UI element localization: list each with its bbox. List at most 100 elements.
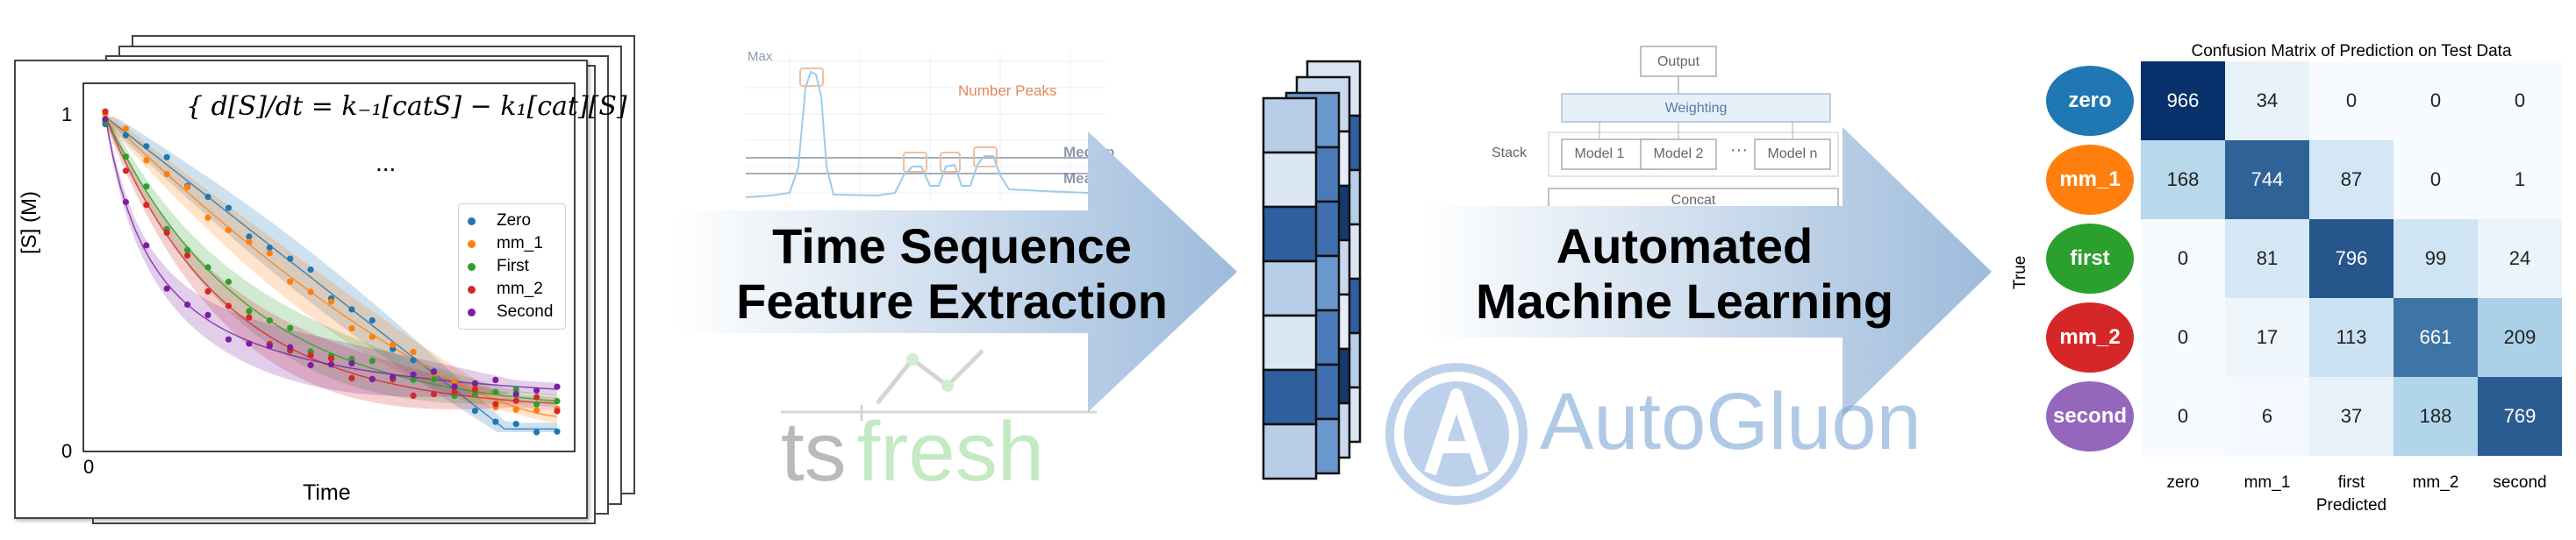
data-point-mm_1 <box>266 250 273 257</box>
fit-line-zero <box>104 116 557 430</box>
data-point-second <box>369 375 376 383</box>
data-point-zero <box>266 244 273 252</box>
cm-cell: 1 <box>2478 140 2562 219</box>
data-point-mm_2 <box>533 394 540 401</box>
data-point-second <box>184 301 191 309</box>
data-point-mm_2 <box>143 202 150 209</box>
legend-item-first: First <box>468 255 553 278</box>
cm-cell: 966 <box>2141 61 2225 140</box>
data-point-zero <box>369 316 376 324</box>
data-point-second <box>307 361 314 369</box>
feature-label-line2: Feature Extraction <box>736 273 1168 329</box>
arch-stack: Stack <box>1492 146 1528 160</box>
data-point-mm_2 <box>102 108 109 115</box>
plot-frame <box>82 82 576 452</box>
data-point-mm_2 <box>307 352 314 359</box>
cm-title: Confusion Matrix of Prediction on Test D… <box>2191 42 2512 60</box>
feature-cell <box>1262 314 1318 372</box>
rate-equation-ellipsis: ... <box>376 149 397 176</box>
cm-cell: 0 <box>2141 298 2225 377</box>
data-point-mm_2 <box>492 401 499 408</box>
legend-item-mm1: mm_1 <box>468 232 553 255</box>
data-point-mm_1 <box>163 170 170 178</box>
data-point-zero <box>348 306 355 313</box>
data-point-first <box>143 183 150 190</box>
legend-label: First <box>497 257 529 275</box>
data-point-first <box>246 308 253 315</box>
feature-vectors <box>1262 60 1362 480</box>
cm-cell: 17 <box>2225 298 2309 377</box>
legend-dot-mm2 <box>468 285 476 294</box>
cm-cell: 87 <box>2309 140 2394 219</box>
cm-cell: 113 <box>2309 298 2394 377</box>
data-point-second <box>533 387 540 394</box>
feature-label-peaks: Number Peaks <box>958 82 1057 99</box>
data-point-mm_2 <box>246 314 253 321</box>
data-point-zero <box>163 153 170 160</box>
data-point-second <box>471 380 479 387</box>
cm-row-label-mm_2: mm_2 <box>2046 302 2134 373</box>
data-point-zero <box>492 418 499 425</box>
data-point-mm_1 <box>184 184 191 191</box>
cm-row-label-second: second <box>2046 381 2134 451</box>
band-zero <box>105 117 557 432</box>
arch-dots: ··· <box>1730 140 1748 160</box>
cm-cell: 0 <box>2478 61 2562 140</box>
legend-dot-second <box>468 308 476 316</box>
data-point-mm_1 <box>410 348 417 355</box>
data-point-mm_1 <box>390 341 397 348</box>
data-point-mm_1 <box>369 333 376 340</box>
data-point-zero <box>533 429 540 436</box>
legend-dot-zero <box>468 217 476 225</box>
data-point-first <box>533 401 540 408</box>
cm-cell: 744 <box>2225 140 2309 219</box>
cm-cell: 81 <box>2225 219 2309 298</box>
data-point-zero <box>204 194 211 201</box>
cm-cell: 188 <box>2394 377 2478 456</box>
cm-row-label-first: first <box>2046 224 2134 294</box>
data-point-first <box>225 278 233 285</box>
data-point-mm_1 <box>307 288 314 295</box>
data-point-mm_1 <box>225 226 233 233</box>
data-point-first <box>410 376 417 383</box>
tsfresh-logo-fresh: fresh <box>856 405 1045 499</box>
data-point-mm_1 <box>533 407 540 414</box>
feature-chart <box>745 53 1106 202</box>
cm-cell: 661 <box>2394 298 2478 377</box>
data-point-mm_1 <box>122 125 129 132</box>
feature-cell <box>1262 259 1318 317</box>
data-point-mm_2 <box>184 252 191 259</box>
data-point-mm_2 <box>471 386 479 393</box>
data-point-zero <box>554 428 561 435</box>
data-point-second <box>204 311 211 318</box>
data-point-mm_2 <box>122 167 129 174</box>
cm-row-label-mm_1: mm_1 <box>2046 145 2134 215</box>
y-tick-1: 1 <box>61 103 73 125</box>
data-point-mm_2 <box>451 388 458 395</box>
data-point-second <box>348 359 355 366</box>
arch-model-n: Model n <box>1767 146 1818 161</box>
feature-label-max: Max <box>748 49 773 64</box>
band-mm_1 <box>105 117 557 423</box>
cm-cell: 34 <box>2225 61 2309 140</box>
data-point-second <box>430 368 438 375</box>
y-axis-label: [S] (M) <box>18 191 41 254</box>
legend-item-mm2: mm_2 <box>468 278 553 301</box>
data-point-second <box>492 376 499 383</box>
data-point-second <box>287 344 294 351</box>
band-mm_2 <box>105 117 557 410</box>
arch-model-2: Model 2 <box>1653 146 1704 161</box>
cm-cell: 6 <box>2225 377 2309 456</box>
rate-equation: { d[S]/dt = k₋₁[catS] − k₁[cat][S] <box>186 91 627 122</box>
autogluon-logo-text: AutoGluon <box>1540 377 1921 466</box>
data-point-zero <box>143 143 150 150</box>
cm-x-tick-second: second <box>2493 473 2547 492</box>
arch-model-1: Model 1 <box>1574 146 1625 161</box>
data-point-zero <box>225 204 233 211</box>
automl-label: Automated Machine Learning <box>1439 218 1930 329</box>
data-point-first <box>287 324 294 331</box>
data-point-first <box>512 386 519 393</box>
legend-label: Zero <box>497 211 532 230</box>
legend-dot-mm1 <box>468 239 476 248</box>
